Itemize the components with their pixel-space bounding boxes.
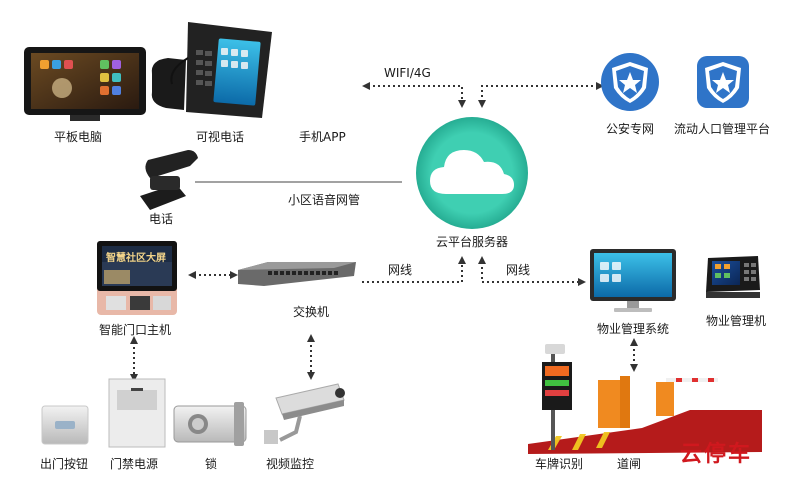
property-management-unit	[706, 256, 760, 298]
label-property-system: 物业管理系统	[597, 322, 670, 336]
barrier-gate-units	[598, 376, 674, 428]
exit-button-device	[41, 405, 89, 445]
door-screen-text: 智慧社区大屏	[106, 253, 166, 264]
switch-link	[362, 262, 463, 283]
arrow-police-right	[596, 82, 604, 90]
arrow-camera-down	[307, 372, 315, 380]
label-network-cable-left: 网线	[388, 263, 413, 277]
label-access-power: 门禁电源	[110, 457, 159, 471]
label-wifi: WIFI/4G	[384, 66, 431, 80]
label-plate-recognition: 车牌识别	[535, 457, 584, 471]
connection-lines	[130, 82, 638, 382]
label-tablet: 平板电脑	[54, 130, 103, 144]
arrow-wifi-left	[362, 82, 370, 90]
parking-gate-scene	[528, 344, 762, 454]
label-smart-door: 智能门口主机	[99, 323, 172, 337]
arrow-power-up	[130, 336, 138, 344]
arrow-switch-up	[458, 256, 466, 264]
tablet-device	[24, 47, 146, 121]
arrow-power-down	[130, 374, 138, 382]
arrow-police-down	[478, 100, 486, 108]
label-switch: 交换机	[293, 305, 330, 319]
video-phone-screen-icons	[221, 48, 248, 69]
arrow-door-right	[230, 271, 238, 279]
network-switch-device	[238, 262, 356, 286]
population-platform-icon	[697, 56, 749, 108]
label-barrier-gate: 道闸	[617, 457, 642, 471]
video-phone-keypad	[196, 50, 212, 86]
property-link	[481, 262, 580, 283]
label-video-phone: 可视电话	[196, 130, 245, 144]
police-badge-icon	[601, 53, 659, 111]
arrow-door-left	[188, 271, 196, 279]
phone-device	[140, 150, 198, 210]
label-voice-network: 小区语音网管	[288, 193, 361, 207]
cloud-parking-brand: 云停车	[680, 441, 753, 467]
arrow-gate-up	[630, 338, 638, 346]
label-phone: 电话	[149, 212, 174, 226]
arrow-wifi-down	[458, 100, 466, 108]
cloud-server-icon	[416, 117, 528, 229]
label-property-unit: 物业管理机	[706, 314, 767, 328]
label-cloud-server: 云平台服务器	[436, 235, 509, 249]
plate-camera-pole	[542, 344, 572, 450]
label-lock: 锁	[205, 457, 218, 471]
video-phone-device	[151, 22, 272, 118]
video-camera-device	[264, 383, 345, 444]
parking-road	[528, 410, 762, 454]
label-video-monitor: 视频监控	[266, 457, 315, 471]
arrow-gate-down	[630, 364, 638, 372]
label-mobile-app: 手机APP	[299, 130, 346, 144]
access-power-device	[108, 378, 166, 448]
barrier-arm	[666, 378, 718, 382]
property-system-monitor	[590, 249, 676, 312]
police-link	[481, 85, 598, 102]
label-population-platform: 流动人口管理平台	[674, 122, 771, 136]
label-network-cable-right: 网线	[506, 263, 531, 277]
smart-door-station-device	[97, 241, 177, 315]
tablet-app-icons	[40, 60, 121, 98]
wifi-link-left	[368, 85, 463, 102]
lock-device	[173, 402, 247, 446]
label-police-net: 公安专网	[606, 122, 655, 136]
label-exit-button: 出门按钮	[40, 457, 89, 471]
arrow-property-up	[478, 256, 486, 264]
arrow-property-right	[578, 278, 586, 286]
arrow-camera-up	[307, 334, 315, 342]
